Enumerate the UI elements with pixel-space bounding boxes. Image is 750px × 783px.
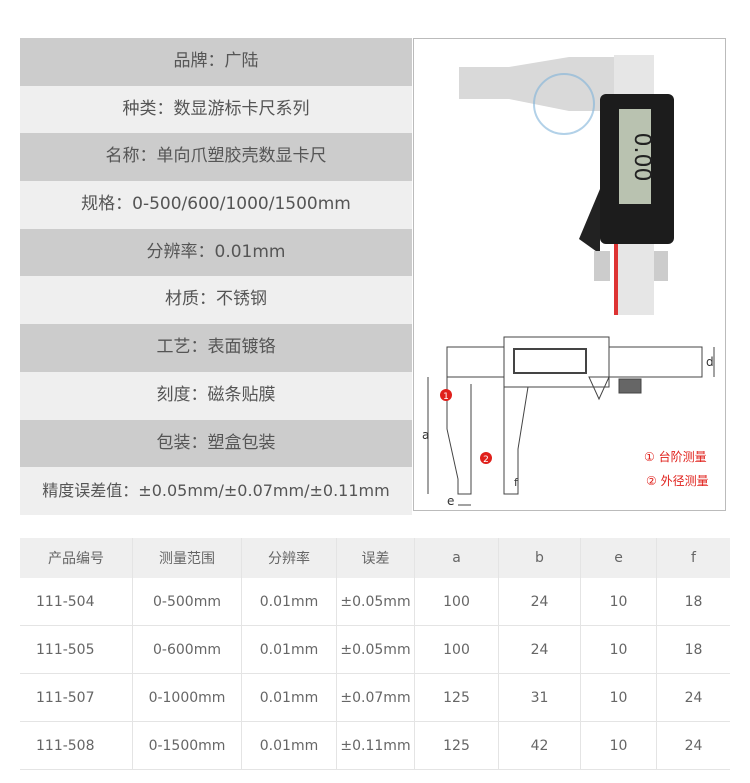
table-cell: 24	[498, 625, 581, 674]
spec-process: 工艺：表面镀铬	[20, 324, 412, 372]
table-cell: 100	[414, 625, 499, 674]
table-cell: 24	[656, 673, 730, 722]
col-error: 误差	[336, 538, 415, 578]
col-e: e	[580, 538, 657, 578]
table-cell: 0.01mm	[241, 578, 337, 626]
svg-text:2: 2	[483, 455, 489, 465]
col-range: 测量范围	[132, 538, 242, 578]
table-cell: 0-1500mm	[132, 721, 242, 770]
table-cell: 125	[414, 721, 499, 770]
spec-package: 包装：塑盒包装	[20, 419, 412, 468]
spec-list: 品牌：广陆 种类：数显游标卡尺系列 名称：单向爪塑胶壳数显卡尺 规格：0-500…	[20, 38, 412, 515]
table-cell: ±0.11mm	[336, 721, 415, 770]
table-cell: 10	[580, 625, 657, 674]
table-cell: 0-500mm	[132, 578, 242, 626]
svg-text:f: f	[514, 476, 519, 489]
table-cell: ±0.05mm	[336, 578, 415, 626]
col-model: 产品编号	[20, 538, 133, 578]
marker-1	[440, 389, 452, 401]
svg-text:0.00: 0.00	[629, 133, 654, 182]
svg-text:d: d	[706, 355, 714, 369]
spec-accuracy: 精度误差值：±0.05mm/±0.07mm/±0.11mm	[20, 467, 412, 515]
legend-step: ① 台阶测量	[644, 449, 707, 464]
table-cell: 24	[498, 578, 581, 626]
spec-size: 规格：0-500/600/1000/1500mm	[20, 181, 412, 229]
table-cell: 111-507	[20, 673, 133, 722]
table-cell: 0-600mm	[132, 625, 242, 674]
table-cell: 0-1000mm	[132, 673, 242, 722]
svg-text:e: e	[447, 494, 454, 508]
table-cell: ±0.07mm	[336, 673, 415, 722]
spec-material: 材质：不锈钢	[20, 276, 412, 325]
legend-outer: ② 外径测量	[646, 474, 709, 488]
table-cell: 42	[498, 721, 581, 770]
marker-2	[480, 452, 492, 464]
spec-resolution: 分辨率：0.01mm	[20, 228, 412, 277]
table-cell: 10	[580, 578, 657, 626]
table-cell: ±0.05mm	[336, 625, 415, 674]
table-cell: 10	[580, 673, 657, 722]
spec-brand: 品牌：广陆	[20, 38, 412, 86]
col-b: b	[498, 538, 581, 578]
spec-scale: 刻度：磁条贴膜	[20, 371, 412, 420]
caliper-diagram	[427, 336, 715, 506]
table-cell: 111-505	[20, 625, 133, 674]
table-header: 产品编号 测量范围 分辨率 误差 a b e f	[20, 538, 730, 578]
table-cell: 0.01mm	[241, 721, 337, 770]
table-cell: 125	[414, 673, 499, 722]
table-cell: 111-508	[20, 721, 133, 770]
svg-text:1: 1	[443, 392, 449, 402]
table-cell: 18	[656, 578, 730, 626]
table-cell: 18	[656, 625, 730, 674]
table-cell: 111-504	[20, 578, 133, 626]
table-cell: 10	[580, 721, 657, 770]
caliper-photo: 0.00	[459, 55, 674, 315]
table-cell: 100	[414, 578, 499, 626]
table-cell: 24	[656, 721, 730, 770]
spec-type: 种类：数显游标卡尺系列	[20, 85, 412, 134]
table-cell: 0.01mm	[241, 625, 337, 674]
product-image: 0.00 a d e f 1 2 ① 台阶测量 ② 外径测量	[413, 38, 726, 511]
caliper-illustration: 0.00 a d e f 1 2 ① 台阶测量 ② 外径测量	[422, 55, 715, 508]
col-a: a	[414, 538, 499, 578]
spec-name: 名称：单向爪塑胶壳数显卡尺	[20, 133, 412, 182]
svg-text:a: a	[422, 428, 429, 442]
col-f: f	[656, 538, 730, 578]
col-resolution: 分辨率	[241, 538, 337, 578]
table-cell: 0.01mm	[241, 673, 337, 722]
table-cell: 31	[498, 673, 581, 722]
